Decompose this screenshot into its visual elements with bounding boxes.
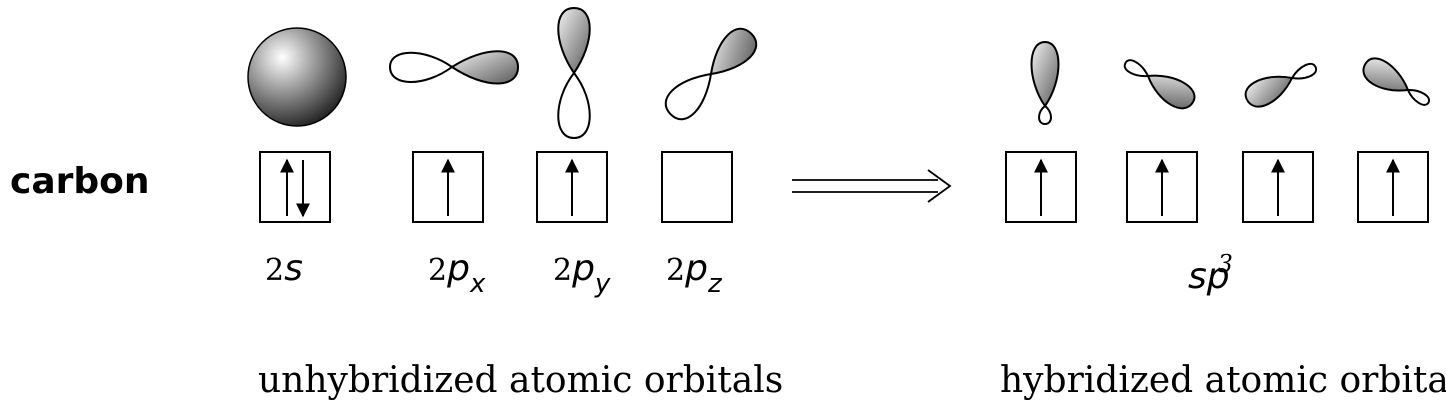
hybridization-arrow: [792, 169, 952, 203]
2pz-label: 2pz: [666, 248, 723, 299]
2py-label: 2py: [553, 248, 611, 299]
sp3-orbital-box-4: [1357, 151, 1429, 223]
2s-label: 2s: [265, 248, 303, 289]
2py-orbital-box: [536, 151, 608, 223]
sp3-orbital-box-2: [1126, 151, 1198, 223]
sp3-orbital-lobes-1: [1030, 40, 1060, 126]
hybridized-caption: hybridized atomic orbitals: [1000, 360, 1446, 401]
unhybridized-caption: unhybridized atomic orbitals: [258, 360, 783, 401]
sp3-orbital-box-3: [1242, 151, 1314, 223]
sp3-label: sp3: [1188, 250, 1233, 297]
2px-orbital-lobes: [388, 50, 520, 85]
2pz-orbital-box: [661, 151, 733, 223]
2s-orbital-sphere: [247, 27, 347, 127]
2s-orbital-box: [259, 151, 331, 223]
sp3-orbital-lobes-3: [1244, 62, 1318, 108]
sp3-orbital-lobes-4: [1362, 57, 1431, 106]
2px-orbital-box: [412, 151, 484, 223]
2px-label: 2px: [428, 248, 486, 299]
atom-label: carbon: [10, 161, 150, 202]
2pz-orbital-lobes: [664, 27, 758, 121]
sp3-orbital-box-1: [1005, 151, 1077, 223]
2py-orbital-lobes: [557, 6, 591, 140]
sp3-orbital-lobes-2: [1123, 59, 1196, 110]
